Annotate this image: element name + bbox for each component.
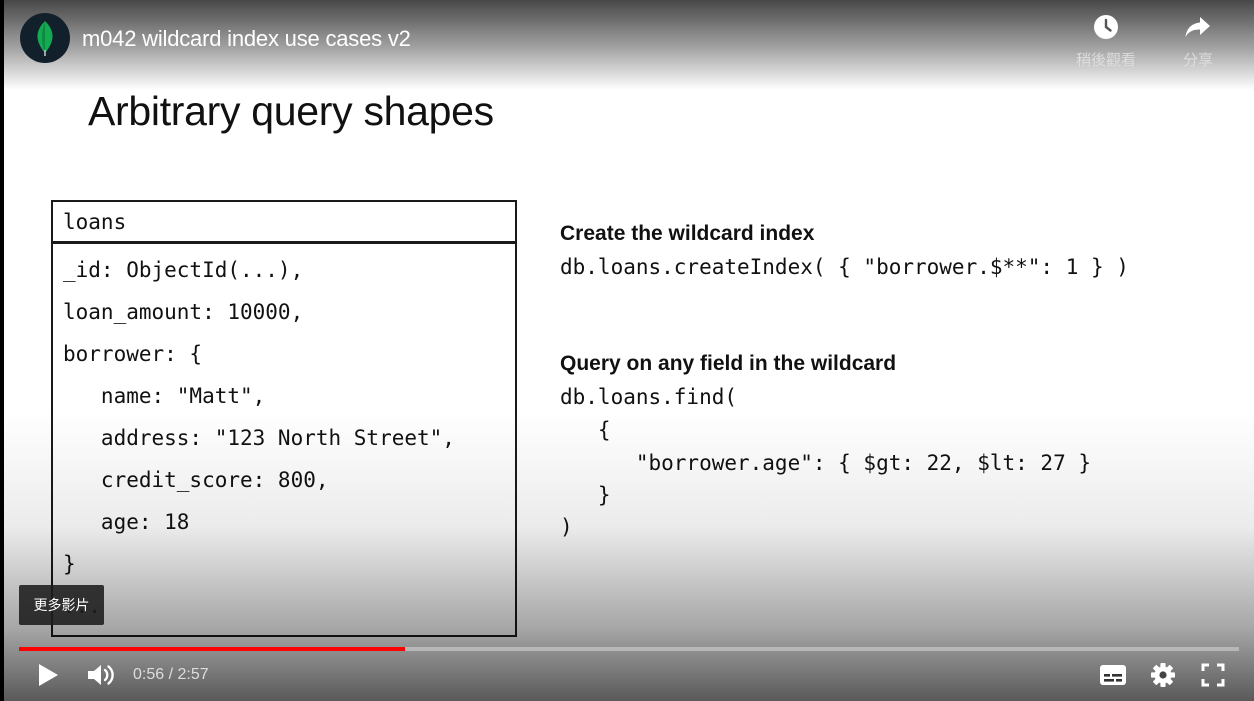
create-index-code: db.loans.createIndex( { "borrower.$**": … [560,255,1129,279]
gear-icon [1151,663,1175,687]
play-icon [39,664,58,686]
document-line: _id: ObjectId(...), [63,258,304,282]
slide-title: Arbitrary query shapes [88,88,494,134]
document-box: loans _id: ObjectId(...), loan_amount: 1… [51,200,517,637]
create-index-heading: Create the wildcard index [560,222,815,245]
share-button[interactable]: 分享 [1163,14,1233,70]
settings-button[interactable] [1150,662,1176,693]
collection-name: loans [53,202,515,244]
progress-bar[interactable] [19,647,1239,651]
subtitles-icon [1100,665,1126,685]
mute-button[interactable] [86,662,116,693]
document-line: loan_amount: 10000, [63,300,304,324]
channel-avatar[interactable] [20,13,70,63]
document-line: age: 18 [63,510,190,534]
fullscreen-button[interactable] [1201,663,1225,692]
document-line: address: "123 North Street", [63,426,455,450]
query-code-line: "borrower.age": { $gt: 22, $lt: 27 } [560,451,1092,475]
query-heading: Query on any field in the wildcard [560,352,897,375]
document-line: borrower: { [63,342,203,366]
fullscreen-icon [1201,663,1225,687]
more-videos-button[interactable]: 更多影片 [19,585,104,625]
watch-later-label: 稍後觀看 [1075,51,1136,69]
query-code-line: ) [560,515,573,539]
progress-bar-played [19,647,405,651]
subtitles-button[interactable] [1099,664,1127,691]
watch-later-button[interactable]: 稍後觀看 [1071,14,1141,70]
share-label: 分享 [1182,51,1213,69]
share-arrow-icon [1185,17,1210,37]
volume-icon [88,665,114,685]
query-code-line: { [560,418,611,442]
query-code-line: db.loans.find( [560,385,738,409]
time-display: 0:56 / 2:57 [133,666,209,683]
video-player[interactable]: Arbitrary query shapes loans _id: Object… [4,0,1254,701]
document-line: name: "Matt", [63,384,266,408]
query-code-line: } [560,483,611,507]
video-title[interactable]: m042 wildcard index use cases v2 [82,26,411,51]
document-line: credit_score: 800, [63,468,329,492]
play-button[interactable] [36,662,60,693]
document-line: } [63,552,76,576]
clock-icon [1094,15,1118,39]
mongodb-leaf-icon [37,21,53,56]
